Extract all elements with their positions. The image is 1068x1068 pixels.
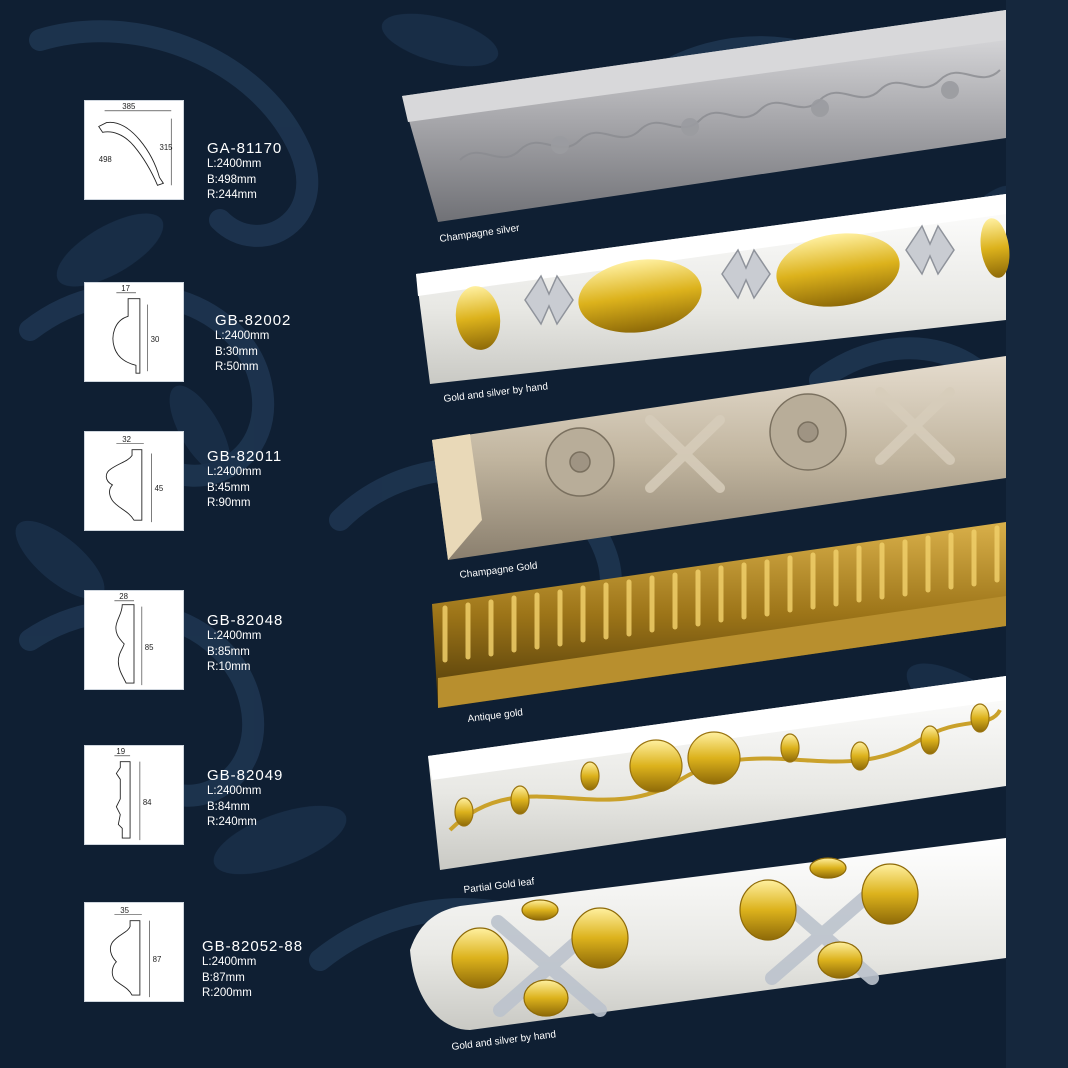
- length-spec: L:2400mm: [207, 466, 262, 478]
- spec-details: GB-82052-88 L:2400mm B:87mm R:200mm: [202, 938, 303, 1002]
- length-spec: L:2400mm: [215, 330, 270, 342]
- svg-text:Gold and silver by hand: Gold and silver by hand: [451, 1029, 557, 1053]
- svg-text:87: 87: [153, 955, 162, 964]
- molding-gold-silver-beaded: Gold and silver by hand: [416, 194, 1010, 405]
- svg-text:19: 19: [116, 747, 125, 756]
- spec-row-gb-82011: 32 45 GB-82011 L:2400mm B:45mm R:90mm: [84, 431, 344, 541]
- spec-details: GB-82002 L:2400mm B:30mm R:50mm: [215, 312, 291, 376]
- molding-gold-silver-lattice: Gold and silver by hand: [410, 838, 1006, 1053]
- spec-row-gb-82052-88: 35 87 GB-82052-88 L:2400mm B:87mm R:200m…: [84, 902, 344, 1012]
- length-spec: L:2400mm: [202, 956, 257, 968]
- svg-text:45: 45: [155, 484, 164, 493]
- radius-spec: R:90mm: [207, 497, 251, 509]
- model-number: GB-82048: [207, 612, 284, 629]
- breadth-spec: B:45mm: [207, 481, 250, 494]
- length-spec: L:2400mm: [207, 158, 262, 170]
- spec-details: GB-82049 L:2400mm B:84mm R:240mm: [207, 767, 283, 831]
- length-spec: L:2400mm: [207, 630, 262, 642]
- svg-text:Gold and silver by hand: Gold and silver by hand: [443, 381, 549, 405]
- model-number: GB-82011: [207, 448, 283, 465]
- profile-drawing-card: 17 30: [84, 282, 184, 382]
- model-number: GB-82049: [207, 767, 284, 784]
- svg-text:35: 35: [120, 906, 129, 915]
- breadth-spec: B:87mm: [202, 971, 245, 984]
- crown-profile-drawing: 385 315 498: [98, 102, 173, 186]
- spec-details: GB-82048 L:2400mm B:85mm R:10mm: [207, 612, 283, 676]
- molding-partial-gold-leaf: Partial Gold leaf: [428, 676, 1006, 896]
- spec-row-gb-82048: 28 85 GB-82048 L:2400mm B:85mm R:10mm: [84, 590, 344, 700]
- model-number: GB-82052-88: [202, 938, 304, 955]
- molding-champagne-gold: Champagne Gold: [432, 356, 1006, 581]
- breadth-spec: B:84mm: [207, 800, 250, 813]
- profile-drawing-card: 32 45: [84, 431, 184, 531]
- breadth-spec: B:30mm: [215, 345, 258, 358]
- spec-row-ga-81170: 385 315 498 GA-81170 L:2400mm B:498mm R:…: [84, 100, 344, 210]
- svg-text:385: 385: [122, 102, 136, 111]
- svg-text:Antique gold: Antique gold: [467, 707, 524, 725]
- svg-text:32: 32: [122, 435, 131, 444]
- length-spec: L:2400mm: [207, 785, 262, 797]
- molding-champagne-silver: Champagne silver: [402, 10, 1006, 245]
- breadth-spec: B:498mm: [207, 173, 257, 186]
- spec-details: GB-82011 L:2400mm B:45mm R:90mm: [207, 448, 282, 512]
- half-round-profile-drawing: 17 30: [112, 284, 160, 374]
- breadth-spec: B:85mm: [207, 645, 250, 658]
- svg-text:30: 30: [151, 335, 160, 344]
- slim-stepped-profile-drawing: 19 84: [114, 747, 152, 841]
- svg-text:Partial Gold leaf: Partial Gold leaf: [463, 876, 535, 896]
- svg-text:28: 28: [119, 592, 128, 601]
- radius-spec: R:200mm: [202, 987, 252, 999]
- svg-text:498: 498: [99, 155, 113, 164]
- cove-profile-drawing: 35 87: [109, 906, 162, 998]
- svg-text:Champagne Gold: Champagne Gold: [459, 561, 538, 581]
- spec-row-gb-82002: 17 30 GB-82002 L:2400mm B:30mm R:50mm: [84, 282, 344, 392]
- spec-details: GA-81170 L:2400mm B:498mm R:244mm: [207, 140, 282, 204]
- ogee-profile-drawing: 32 45: [105, 435, 164, 523]
- svg-text:84: 84: [143, 798, 152, 807]
- stepped-profile-drawing: 28 85: [114, 592, 154, 686]
- profile-drawing-card: 19 84: [84, 745, 184, 845]
- svg-text:315: 315: [159, 143, 173, 152]
- right-edge-strip: [1006, 0, 1068, 1068]
- profile-drawing-card: 28 85: [84, 590, 184, 690]
- svg-text:17: 17: [121, 284, 130, 293]
- model-number: GA-81170: [207, 140, 283, 157]
- svg-text:Champagne silver: Champagne silver: [439, 223, 521, 245]
- radius-spec: R:50mm: [215, 361, 259, 373]
- svg-text:85: 85: [145, 643, 154, 652]
- radius-spec: R:10mm: [207, 661, 251, 673]
- radius-spec: R:244mm: [207, 189, 257, 201]
- molding-antique-gold: Antique gold: [432, 522, 1006, 725]
- profile-drawing-card: 35 87: [84, 902, 184, 1002]
- profile-drawing-card: 385 315 498: [84, 100, 184, 200]
- model-number: GB-82002: [215, 312, 292, 329]
- spec-row-gb-82049: 19 84 GB-82049 L:2400mm B:84mm R:240mm: [84, 745, 344, 855]
- radius-spec: R:240mm: [207, 816, 257, 828]
